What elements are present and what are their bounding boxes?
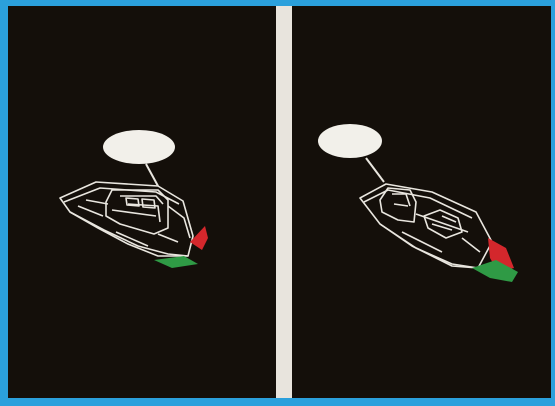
right-boat-scene xyxy=(292,6,551,398)
left-night-panel xyxy=(8,6,276,398)
left-boat-scene xyxy=(8,6,276,398)
panel-divider xyxy=(276,6,292,398)
masthead-light xyxy=(318,124,382,158)
boat-outline xyxy=(60,182,193,256)
masthead-light xyxy=(103,130,175,164)
mast-line xyxy=(366,158,384,182)
starboard-sidelight xyxy=(154,256,198,268)
right-night-panel xyxy=(292,6,551,398)
boat-outline xyxy=(360,184,492,268)
mast-line xyxy=(146,164,158,186)
